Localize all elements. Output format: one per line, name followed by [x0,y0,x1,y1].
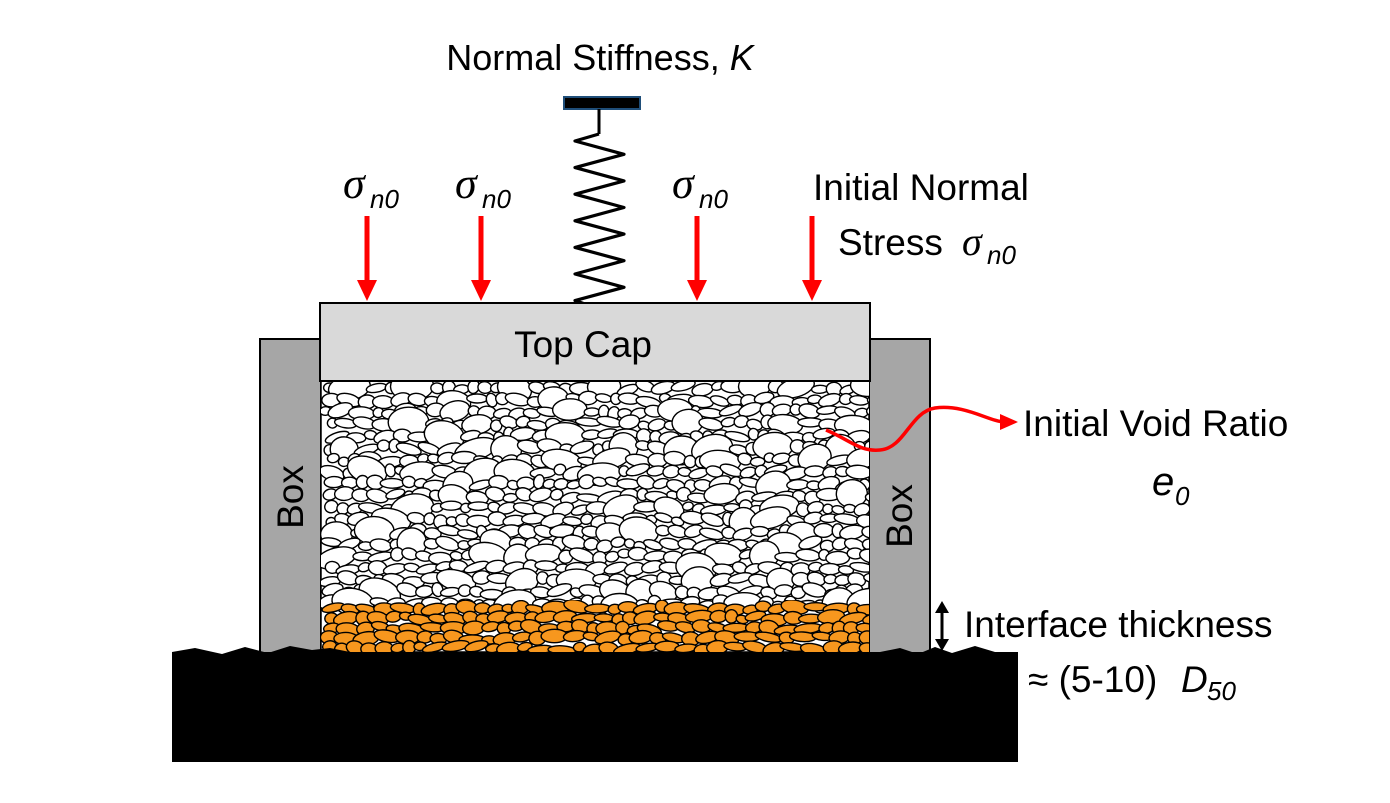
grain [724,430,751,443]
grain [859,548,869,564]
stress-arrow-1 [357,216,377,301]
grain [718,403,743,417]
stress-arrow-3 [687,216,707,301]
stress-label-2: σ n0 [455,159,511,214]
grain [837,565,855,575]
stress-label-3: σ n0 [672,159,728,214]
svg-text:σ: σ [672,159,696,208]
grain [744,610,767,622]
grain [467,501,491,511]
grain [749,506,791,530]
box-wall-left [259,338,322,654]
interface-thickness-value: ≈ (5-10) D 50 [1028,659,1236,706]
grain [546,583,573,598]
spring-coil [573,132,626,311]
grain [705,465,724,478]
grain [625,463,651,477]
interface-thickness-label: Interface thickness [964,604,1272,645]
void-ratio-arrowhead [1000,414,1018,430]
grain [818,562,842,576]
grain [327,402,354,419]
stress-arrow-4 [802,216,822,301]
grain [825,550,851,566]
grain [866,395,869,405]
grain [385,488,406,500]
svg-text:Stress: Stress [838,222,943,263]
initial-normal-label: Initial Normal [813,167,1029,208]
soil-grains [321,380,869,620]
stiffness-label: Normal Stiffness, K [446,37,755,78]
grain [489,419,503,433]
grain [583,407,601,417]
grain [863,572,869,583]
grain [466,393,489,404]
grain [861,525,869,539]
grain [750,525,770,538]
grain [865,404,869,417]
grain [569,440,595,455]
top-cap [319,302,871,382]
grain [849,561,869,573]
void-ratio-label: Initial Void Ratio [1023,403,1288,444]
grain [864,492,869,503]
svg-text:n0: n0 [482,184,511,214]
svg-text:σ: σ [962,219,983,264]
grain [776,380,815,399]
svg-text:n0: n0 [987,240,1016,270]
svg-text:σ: σ [455,159,479,208]
grain [861,538,869,552]
svg-text:σ: σ [343,159,367,208]
svg-text:≈ (5-10): ≈ (5-10) [1028,659,1157,700]
top-cap-label: Top Cap [514,324,652,365]
grain [803,465,826,478]
grain [642,539,664,551]
grain [376,439,391,452]
svg-text:n0: n0 [370,184,399,214]
grain [553,463,567,476]
box-label-left: Box [270,465,311,529]
grain [724,609,739,624]
grain [401,475,417,489]
spring-support-plate [563,96,641,110]
grain [580,513,594,526]
grain [862,612,869,625]
stress-arrow-2 [471,216,491,301]
grain [616,478,641,490]
grain [324,499,339,514]
svg-text:0: 0 [1175,481,1190,511]
grain [522,407,541,419]
interface-grains [321,600,869,652]
svg-text:50: 50 [1207,676,1236,706]
grain [395,442,422,456]
grain [703,482,740,505]
grain [549,488,564,501]
stress-label-1: σ n0 [343,159,399,214]
grain [572,641,587,652]
grain [618,414,641,430]
svg-text:D: D [1181,659,1208,700]
structure-label: Structure [512,682,678,728]
grain [845,464,869,480]
grain [798,535,823,550]
grain [593,613,615,623]
structure-base [172,646,1018,762]
grain [799,642,828,652]
box-label-right: Box [879,484,920,548]
grain [552,501,575,518]
initial-stress-label: Stress σ n0 [838,219,1016,270]
grain [379,477,405,489]
void-ratio-pointer [825,405,1006,452]
void-ratio-symbol: e 0 [1152,460,1190,511]
grain [584,603,612,614]
svg-text:n0: n0 [699,184,728,214]
grain [326,452,340,464]
grain [681,501,694,511]
grain [534,560,559,572]
grain [858,642,869,652]
grain [464,639,489,652]
svg-text:e: e [1152,460,1174,504]
grain [439,500,463,511]
